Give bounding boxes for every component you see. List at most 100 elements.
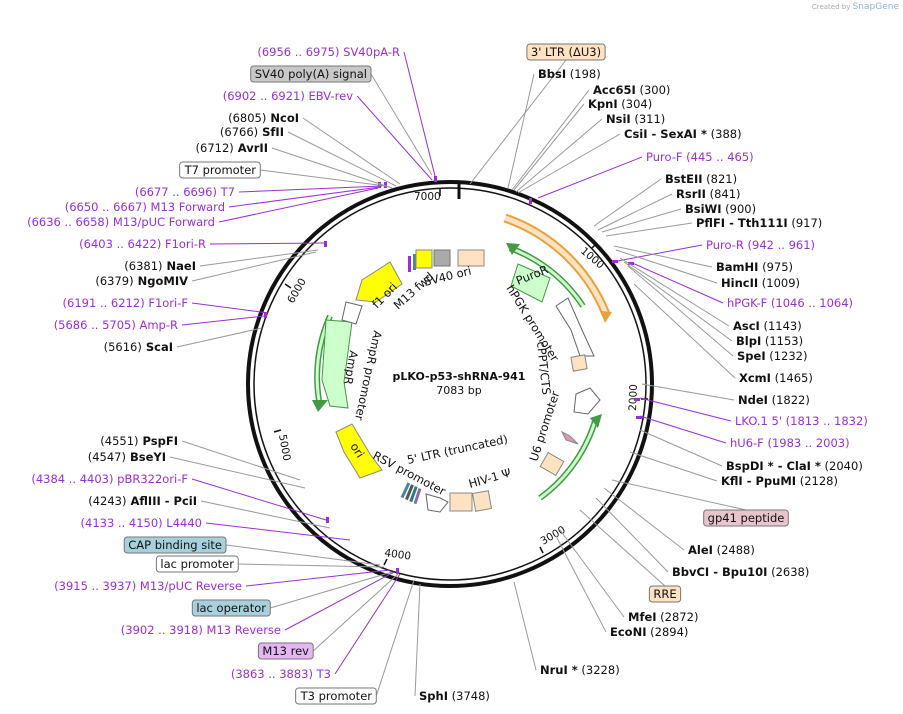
hpgk-promoter-arrow bbox=[555, 297, 595, 357]
u6-promoter-arrow bbox=[573, 387, 601, 415]
orange-arc-3ltr-inner bbox=[504, 215, 609, 315]
site-label-20: (4133 .. 4150) L4440 bbox=[81, 516, 202, 530]
site-label-4: (6766) SfII bbox=[220, 125, 284, 139]
site-label-60: NruI * (3228) bbox=[540, 663, 620, 677]
sv40-ori-box bbox=[457, 249, 485, 267]
site-label-58: MfeI (2872) bbox=[628, 610, 698, 624]
site-label-14: (5686 .. 5705) Amp-R bbox=[54, 318, 178, 332]
feature-box-1 bbox=[250, 65, 372, 83]
tick-label-6000: 6000 bbox=[285, 276, 309, 305]
stripe-block bbox=[400, 482, 422, 505]
green-arc-puro-inner bbox=[509, 246, 585, 307]
leader-lines bbox=[169, 51, 747, 697]
ampr-promoter-arrow bbox=[341, 301, 363, 325]
green-arrowhead-top bbox=[506, 243, 520, 255]
site-label-25: (3902 .. 3918) M13 Reverse bbox=[121, 623, 281, 637]
backbone-outer-ring bbox=[246, 180, 654, 588]
site-label-53: KflI - PpuMI (2128) bbox=[721, 474, 838, 488]
credit-brand: SnapGene bbox=[852, 2, 899, 12]
site-label-2: (6902 .. 6921) EBV-rev bbox=[223, 89, 353, 103]
site-label-49: NdeI (1822) bbox=[738, 393, 810, 407]
site-label-52: BspDI * - ClaI * (2040) bbox=[726, 459, 863, 473]
backbone-inner-ring bbox=[253, 187, 647, 581]
rre-box bbox=[539, 451, 565, 477]
site-label-51: hU6-F (1983 .. 2003) bbox=[730, 436, 850, 450]
site-label-12: (6379) NgoMIV bbox=[95, 274, 188, 288]
feature-box-24 bbox=[191, 599, 271, 617]
tick-label-4000: 4000 bbox=[384, 547, 412, 563]
site-label-33: KpnI (304) bbox=[588, 97, 652, 111]
site-label-19: (4243) AflIII - PciI bbox=[88, 494, 197, 508]
ampr-arrowhead bbox=[312, 400, 328, 412]
site-label-56: BbvCI - Bpu10I (2638) bbox=[672, 565, 809, 579]
site-label-38: RsrII (841) bbox=[676, 187, 741, 201]
site-label-10: (6403 .. 6422) F1ori-R bbox=[79, 237, 206, 251]
feature-box-22 bbox=[155, 555, 239, 573]
site-label-23: (3915 .. 3937) M13/pUC Reverse bbox=[54, 579, 242, 593]
site-label-22: lac promoter bbox=[160, 557, 234, 571]
site-label-50: LKO.1 5' (1813 .. 1832) bbox=[735, 414, 868, 428]
site-label-47: SpeI (1232) bbox=[737, 349, 808, 363]
green-arc-u6-inner bbox=[539, 417, 598, 500]
site-label-44: hPGK-F (1046 .. 1064) bbox=[727, 296, 853, 310]
gray-small-box bbox=[433, 249, 451, 267]
site-label-5: (6712) AvrII bbox=[196, 141, 268, 155]
site-label-1: SV40 poly(A) signal bbox=[255, 67, 367, 81]
site-label-29: SphI (3748) bbox=[419, 689, 490, 703]
snapgene-credit: Created by SnapGene bbox=[812, 2, 899, 12]
feature-box-30 bbox=[526, 43, 606, 61]
site-label-34: NsiI (311) bbox=[606, 112, 665, 126]
ltr5-box bbox=[449, 492, 473, 512]
site-label-35: CsiI - SexAI * (388) bbox=[624, 127, 742, 141]
site-label-39: BsiWI (900) bbox=[685, 202, 756, 216]
site-label-45: AscI (1143) bbox=[733, 319, 802, 333]
orange-arrowhead bbox=[600, 311, 612, 323]
site-label-48: XcmI (1465) bbox=[739, 371, 813, 385]
feature-box-54 bbox=[703, 509, 789, 527]
f1-ori-arrow bbox=[355, 261, 403, 303]
site-label-55: AleI (2488) bbox=[688, 543, 755, 557]
site-label-41: Puro-R (942 .. 961) bbox=[706, 238, 815, 252]
label-5ltr: 5' LTR (truncated) bbox=[406, 432, 509, 467]
site-label-24: lac operator bbox=[196, 601, 266, 615]
credit-prefix: Created by bbox=[811, 3, 851, 11]
label-cppt-cts: cPPT/CTS bbox=[534, 341, 554, 396]
rsv-promoter-arrow bbox=[425, 493, 449, 513]
feature-arrows bbox=[312, 213, 612, 513]
site-label-13: (6191 .. 6212) F1ori-F bbox=[63, 296, 188, 310]
site-label-9: (6636 .. 6658) M13/pUC Forward bbox=[27, 215, 215, 229]
site-label-7: (6677 .. 6696) T7 bbox=[135, 185, 235, 199]
label-u6-promoter: U6 promoter bbox=[527, 389, 563, 463]
m13fwd-stripes bbox=[408, 254, 416, 272]
site-label-17: (4547) BseYI bbox=[88, 450, 166, 464]
puror-arrow bbox=[510, 263, 551, 303]
site-label-15: (5616) ScaI bbox=[104, 340, 173, 354]
feature-box-57 bbox=[648, 585, 682, 603]
label-hiv-psi: HIV-1 Ψ bbox=[467, 465, 513, 490]
green-arrowhead-u6 bbox=[590, 414, 602, 428]
site-label-36: Puro-F (445 .. 465) bbox=[646, 150, 754, 164]
hiv-psi-box bbox=[471, 490, 493, 512]
site-label-3: (6805) NcoI bbox=[228, 111, 299, 125]
site-label-6: T7 promoter bbox=[184, 163, 257, 177]
tick-label-5000: 5000 bbox=[276, 433, 292, 461]
plasmid-name: pLKO-p53-shRNA-941 bbox=[393, 370, 526, 383]
site-label-43: HincII (1009) bbox=[721, 276, 800, 290]
site-label-18: (4384 .. 4403) pBR322ori-F bbox=[31, 472, 188, 486]
plasmid-size: 7083 bp bbox=[436, 384, 481, 397]
feature-box-26 bbox=[257, 642, 314, 660]
site-label-31: BbsI (198) bbox=[538, 67, 601, 81]
site-label-27: (3863 .. 3883) T3 bbox=[231, 667, 331, 681]
ori-arrow bbox=[335, 423, 383, 479]
site-label-28: T3 promoter bbox=[300, 689, 373, 703]
feature-box-6 bbox=[179, 161, 261, 179]
site-label-46: BlpI (1153) bbox=[736, 334, 803, 348]
shrna-arrow bbox=[560, 430, 579, 445]
label-ori: ori bbox=[347, 440, 367, 460]
tick-label-7000: 7000 bbox=[414, 191, 441, 203]
tick-label-2000: 2000 bbox=[627, 384, 640, 411]
site-label-59: EcoNI (2894) bbox=[610, 625, 688, 639]
site-label-21: CAP binding site bbox=[128, 538, 222, 552]
